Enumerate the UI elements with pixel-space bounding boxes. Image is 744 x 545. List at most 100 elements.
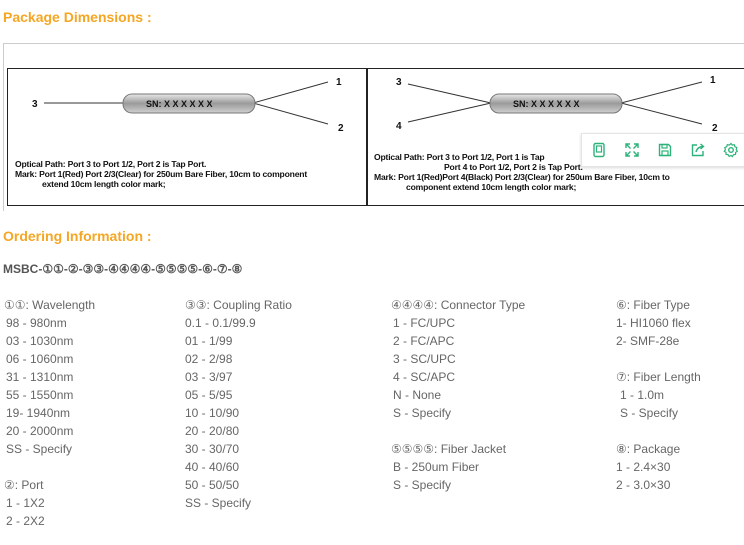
list-item: 03 - 1030nm bbox=[6, 334, 74, 348]
list-item: 05 - 5/95 bbox=[185, 388, 233, 402]
save-button[interactable] bbox=[648, 134, 681, 166]
list-item: 2 - 3.0×30 bbox=[616, 478, 671, 492]
list-item: SS - Specify bbox=[185, 496, 252, 510]
fiber-type-list: 1- HI1060 flex 2- SMF-28e bbox=[616, 314, 701, 350]
settings-button[interactable] bbox=[714, 134, 744, 166]
tablet-view-button[interactable] bbox=[582, 134, 615, 166]
list-item: 3 - SC/UPC bbox=[393, 352, 456, 366]
serial-number: SN: X X X X X X bbox=[513, 99, 580, 109]
settings-icon bbox=[722, 142, 738, 158]
list-item: 40 - 40/60 bbox=[185, 460, 240, 474]
package-dimensions-title: Package Dimensions : bbox=[3, 9, 152, 25]
fiber-line-out1 bbox=[620, 81, 703, 104]
fiber-line-out1 bbox=[252, 81, 329, 104]
diagram-2x2-drawing: SN: X X X X X X 3 4 1 2 bbox=[396, 75, 718, 134]
floating-toolbar bbox=[581, 133, 744, 167]
list-item: 1 - 1.0m bbox=[620, 388, 665, 402]
port-label-2: 2 bbox=[712, 123, 718, 134]
coupler-tube bbox=[489, 93, 623, 114]
list-item: 02 - 2/98 bbox=[185, 352, 233, 366]
package-list: 1 - 2.4×30 2 - 3.0×30 bbox=[616, 458, 701, 494]
port-label-1: 1 bbox=[710, 75, 716, 86]
expand-icon bbox=[624, 143, 639, 157]
fiber-length-heading: ⑦: Fiber Length bbox=[616, 370, 701, 384]
diagram1-line3: extend 10cm length color mark; bbox=[42, 179, 166, 189]
list-item: 1 - FC/UPC bbox=[393, 316, 456, 330]
list-item: 20 - 20/80 bbox=[185, 424, 240, 438]
jacket-list: B - 250um Fiber S - Specify bbox=[391, 458, 525, 494]
diagram-frame bbox=[3, 43, 744, 211]
diagram1-line2: Mark: Port 1(Red) Port 2/3(Clear) for 25… bbox=[15, 169, 307, 179]
connector-list: 1 - FC/UPC 2 - FC/APC 3 - SC/UPC 4 - SC/APC… bbox=[391, 314, 525, 422]
list-item: 19- 1940nm bbox=[6, 406, 71, 420]
ratio-heading: ③③: Coupling Ratio bbox=[185, 298, 292, 312]
list-item: 2 - 2X2 bbox=[6, 514, 45, 528]
list-item: 98 - 980nm bbox=[6, 316, 67, 330]
list-item: 10 - 10/90 bbox=[185, 406, 240, 420]
diagram1-line1: Optical Path: Port 3 to Port 1/2, Port 2… bbox=[15, 159, 207, 169]
list-item: 1 - 1X2 bbox=[6, 496, 45, 510]
diagram1-description: Optical Path: Port 3 to Port 1/2, Port 2… bbox=[15, 159, 367, 189]
fiber-line-in1 bbox=[407, 83, 492, 104]
coupler-tube bbox=[122, 93, 256, 114]
list-item: 1 - 2.4×30 bbox=[616, 460, 671, 474]
column-fiber-length-package: ⑥: Fiber Type 1- HI1060 flex 2- SMF-28e ⑦… bbox=[616, 296, 701, 494]
port-list: 1 - 1X2 2 - 2X2 bbox=[4, 494, 95, 530]
expand-button[interactable] bbox=[615, 134, 648, 166]
fiber-type-heading: ⑥: Fiber Type bbox=[616, 298, 690, 312]
ordering-information-title: Ordering Information : bbox=[3, 228, 152, 244]
fiber-length-list: 1 - 1.0m S - Specify bbox=[616, 386, 701, 422]
list-item: B - 250um Fiber bbox=[393, 460, 480, 474]
list-item: S - Specify bbox=[393, 478, 452, 492]
list-item: 31 - 1310nm bbox=[6, 370, 74, 384]
diagram2-line1: Optical Path: Port 3 to Port 1/2, Port 1… bbox=[374, 152, 545, 162]
diagram-2x2: SN: X X X X X X 3 4 1 2 Optical Path: Po… bbox=[367, 68, 744, 206]
column-coupling-ratio: ③③: Coupling Ratio 0.1 - 0.1/99.9 01 - 1/… bbox=[185, 296, 292, 512]
ratio-list: 0.1 - 0.1/99.9 01 - 1/99 02 - 2/98 03 - 3/9… bbox=[185, 314, 292, 512]
list-item: 0.1 - 0.1/99.9 bbox=[185, 316, 256, 330]
wavelength-heading: ①①: Wavelength bbox=[4, 298, 96, 312]
list-item: 20 - 2000nm bbox=[6, 424, 74, 438]
list-item: 55 - 1550nm bbox=[6, 388, 74, 402]
package-heading: ⑧: Package bbox=[616, 442, 681, 456]
diagram-1x2: SN: X X X X X X 3 1 2 Optical Path: Port… bbox=[7, 68, 367, 206]
port-label-4: 4 bbox=[396, 121, 402, 132]
diagram2-line3: Mark: Port 1(Red)Port 4(Black) Port 2/3(… bbox=[374, 172, 670, 182]
diagram2-description: Optical Path: Port 3 to Port 1/2, Port 1… bbox=[374, 152, 744, 192]
column-connector-jacket: ④④④④: Connector Type 1 - FC/UPC 2 - FC/AP… bbox=[391, 296, 525, 494]
list-item: 06 - 1060nm bbox=[6, 352, 74, 366]
connector-heading: ④④④④: Connector Type bbox=[391, 298, 526, 312]
port-heading: ②: Port bbox=[4, 478, 44, 492]
list-item: SS - Specify bbox=[6, 442, 73, 456]
port-label-2: 2 bbox=[338, 123, 344, 134]
diagram2-line2: Port 4 to Port 1/2, Port 2 is Tap Port. bbox=[444, 162, 583, 172]
port-label-3: 3 bbox=[32, 99, 38, 110]
wavelength-list: 98 - 980nm 03 - 1030nm 06 - 1060nm 31 - 131… bbox=[4, 314, 95, 458]
list-item: S - Specify bbox=[393, 406, 452, 420]
list-item: 1- HI1060 flex bbox=[616, 316, 691, 330]
list-item: N - None bbox=[393, 388, 442, 402]
list-item: 4 - SC/APC bbox=[393, 370, 456, 384]
fiber-line-out2 bbox=[620, 102, 703, 125]
share-button[interactable] bbox=[681, 134, 714, 166]
list-item: S - Specify bbox=[620, 406, 679, 420]
column-wavelength-port: ①①: Wavelength 98 - 980nm 03 - 1030nm 06 -… bbox=[4, 296, 95, 530]
list-item: 2- SMF-28e bbox=[616, 334, 680, 348]
list-item: 30 - 30/70 bbox=[185, 442, 240, 456]
model-code: MSBC-①①-②-③③-④④④④-⑤⑤⑤⑤-⑥-⑦-⑧ bbox=[3, 262, 243, 276]
save-icon bbox=[658, 143, 671, 157]
tablet-icon bbox=[592, 142, 605, 158]
fiber-line-out2 bbox=[252, 102, 329, 125]
list-item: 03 - 3/97 bbox=[185, 370, 233, 384]
share-icon bbox=[691, 143, 705, 157]
list-item: 2 - FC/APC bbox=[393, 334, 455, 348]
jacket-heading: ⑤⑤⑤⑤: Fiber Jacket bbox=[391, 442, 507, 456]
diagram-1x2-drawing: SN: X X X X X X 3 1 2 bbox=[32, 77, 344, 134]
fiber-line-in2 bbox=[407, 102, 492, 123]
port-label-1: 1 bbox=[336, 77, 342, 88]
list-item: 01 - 1/99 bbox=[185, 334, 233, 348]
serial-number: SN: X X X X X X bbox=[146, 99, 213, 109]
list-item: 50 - 50/50 bbox=[185, 478, 240, 492]
port-label-3: 3 bbox=[396, 77, 402, 88]
diagram2-line4: component extend 10cm length color mark; bbox=[406, 182, 577, 192]
